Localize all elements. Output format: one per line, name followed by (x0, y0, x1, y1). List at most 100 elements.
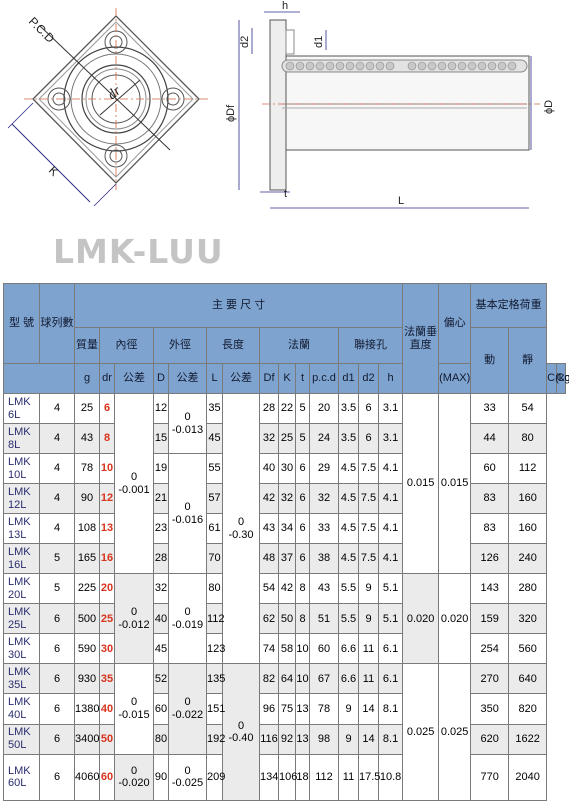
cell-d2: 14 (358, 723, 379, 755)
cell-mass: 500 (74, 603, 100, 635)
cell-C: 83 (470, 513, 510, 545)
cell-Co: 112 (508, 453, 548, 485)
cell-D: 15 (153, 423, 169, 455)
table-row: LMK 40L 6 1380 40 60 151 96 75 13 78 9 1… (3, 693, 566, 725)
cell-model: LMK 40L (3, 693, 40, 725)
table-row: LMK 12L 4 90 12 21 57 42 32 6 32 4.5 7.5… (3, 483, 566, 515)
cell-D: 23 (153, 513, 169, 545)
cell-Df: 48 (259, 543, 279, 575)
tol-lower: -0.001 (118, 483, 150, 496)
h-label: h (282, 0, 288, 12)
cell-pcd: 29 (309, 453, 339, 485)
cell-t: 8 (295, 603, 310, 635)
table-row: LMK 8L 4 43 8 15 45 32 25 5 24 3.5 6 3.1… (3, 423, 566, 455)
cell-perp-g1: 0.015 (402, 392, 440, 575)
cell-L: 61 (206, 513, 223, 545)
cell-h: 3.1 (377, 392, 404, 425)
cell-K: 92 (278, 723, 296, 755)
cell-d1: 11 (338, 753, 359, 802)
cell-pcd: 51 (309, 603, 339, 635)
cell-t: 6 (295, 513, 310, 545)
th-c-kgf: C(kgf) (546, 363, 569, 394)
th-h: h (377, 363, 404, 394)
cell-D: 45 (153, 633, 169, 665)
tol-lower: -0.015 (118, 708, 150, 721)
th-d2: d2 (358, 363, 379, 394)
th-mount-hole: 聯接孔 (337, 327, 404, 364)
cell-C: 143 (470, 573, 510, 605)
cell-d2: 6 (358, 423, 379, 455)
cell-L: 55 (206, 453, 223, 485)
cell-Co: 54 (508, 392, 548, 425)
cell-model: LMK 16L (3, 543, 40, 575)
cell-K: 32 (278, 483, 296, 515)
th-flange-perp: 法蘭垂直度 (402, 283, 440, 394)
cell-model: LMK 8L (3, 423, 40, 455)
tol-lower: -0.025 (171, 777, 204, 790)
cell-K: 58 (278, 633, 296, 665)
th-t: t (295, 363, 310, 394)
cell-K: 50 (278, 603, 296, 635)
d-label: ϕD (543, 100, 555, 114)
cell-Co: 160 (508, 483, 548, 515)
tol-upper: 0 (130, 696, 138, 709)
cell-D-tol-g2: 0-0.019 (168, 573, 207, 665)
cell-mass: 90 (74, 483, 100, 515)
th-d1: d1 (338, 363, 359, 394)
cell-h: 8.1 (377, 693, 404, 725)
cell-L: 112 (206, 603, 225, 635)
cell-Df: 116 (259, 723, 279, 755)
cell-d1: 3.5 (338, 423, 359, 455)
cell-t: 5 (295, 423, 310, 455)
th-model: 型 號 (3, 283, 40, 364)
cell-L-tol-g3: 0-0.40 (222, 663, 260, 801)
cell-h: 10.8 (377, 753, 404, 802)
cell-pcd: 60 (309, 633, 339, 665)
cell-pcd: 32 (309, 483, 339, 515)
cell-model: LMK 12L (3, 483, 40, 515)
table-row: LMK 35L 6 930 35 0-0.015 52 0-0.022 135 … (3, 663, 566, 801)
cell-d1: 6.6 (338, 633, 359, 665)
th-dynamic: 動 (470, 327, 510, 394)
cell-C: 83 (470, 483, 510, 515)
cell-Df: 96 (259, 693, 279, 725)
cell-dr-tol-g4: 0-0.020 (114, 753, 154, 802)
cell-d1: 9 (338, 723, 359, 755)
cell-dr: 16 (99, 543, 115, 575)
cell-pcd: 33 (309, 513, 339, 545)
tol-lower: -0.022 (171, 708, 204, 721)
cell-balls: 6 (39, 693, 75, 725)
cell-Co: 160 (508, 513, 548, 545)
cell-Df: 28 (259, 392, 279, 425)
cell-Co: 2040 (508, 753, 548, 802)
cell-mass: 165 (74, 543, 100, 575)
cell-h: 6.1 (377, 633, 404, 665)
cell-d2: 11 (358, 633, 379, 665)
th-inner: 內徑 (99, 327, 154, 364)
cell-D: 90 (153, 753, 169, 802)
cell-K: 34 (278, 513, 296, 545)
cell-mass: 225 (74, 573, 100, 605)
cell-dr: 20 (99, 573, 115, 605)
cell-D-tol-g4: 0-0.025 (168, 753, 207, 802)
ball-row-top (285, 61, 517, 71)
cell-Co: 640 (508, 663, 548, 695)
cell-dr: 50 (99, 723, 115, 755)
cell-dr-tol-g3: 0-0.015 (114, 663, 154, 755)
cell-mass: 930 (74, 663, 100, 695)
l-label: L (398, 195, 404, 207)
cell-K: 22 (278, 392, 296, 425)
cell-d2: 17.5 (358, 753, 380, 802)
cell-d2: 7.5 (358, 513, 379, 545)
cell-L: 192 (206, 723, 225, 755)
tol-upper: 0 (130, 471, 138, 483)
cell-Df: 54 (259, 573, 279, 605)
cell-t: 8 (295, 573, 310, 605)
table-row: LMK 60L 6 4060 60 0-0.020 90 0-0.025 209… (3, 753, 566, 802)
cell-h: 4.1 (377, 483, 404, 515)
table-row: LMK 6L 4 25 6 0-0.001 12 0-0.013 35 0-0.… (3, 392, 566, 665)
cell-d1: 5.5 (338, 603, 359, 635)
cell-K: 75 (278, 693, 296, 725)
tol-lower: -0.012 (118, 618, 150, 631)
th-mass: 質量 (74, 327, 100, 364)
